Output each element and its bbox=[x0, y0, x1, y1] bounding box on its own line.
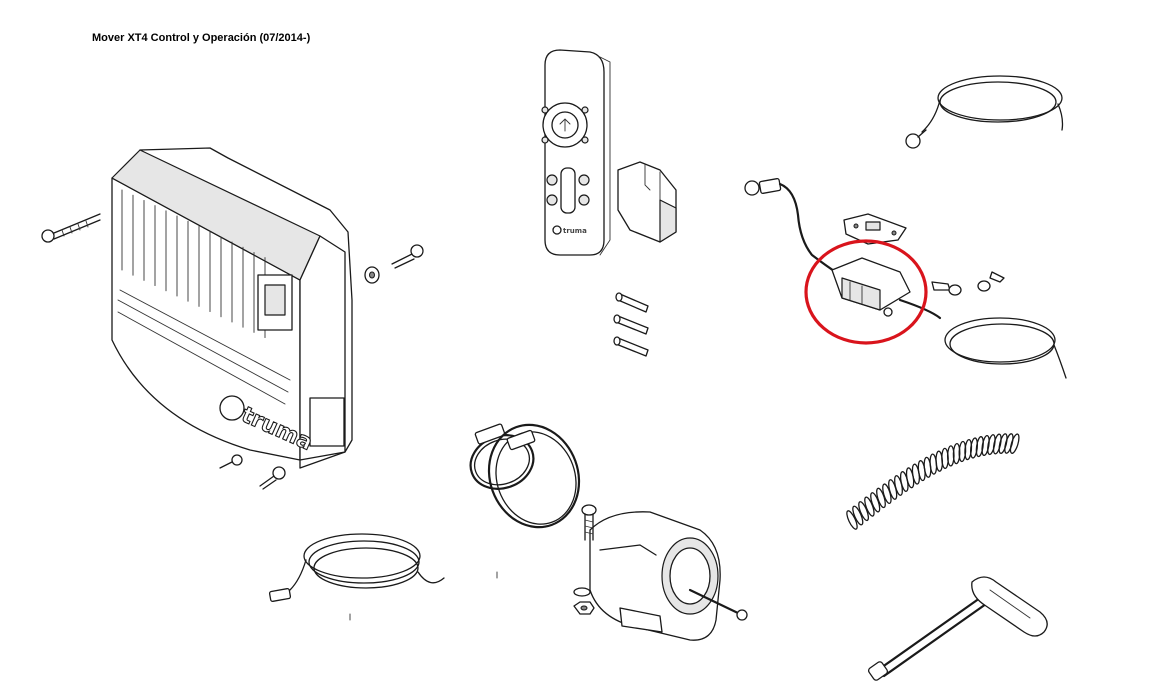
battery-3[interactable] bbox=[613, 336, 649, 357]
battery-2[interactable] bbox=[613, 314, 649, 335]
screw-bottom-1[interactable] bbox=[219, 454, 243, 469]
cable-coil-bottom[interactable] bbox=[268, 533, 445, 602]
washer[interactable] bbox=[364, 266, 380, 284]
remote-logo: truma bbox=[563, 227, 587, 235]
highlight-circle bbox=[804, 239, 928, 345]
cable-coil-top[interactable] bbox=[905, 75, 1064, 149]
t-handle-key[interactable] bbox=[867, 576, 1048, 681]
long-screw-left[interactable] bbox=[41, 213, 101, 243]
battery-1[interactable] bbox=[615, 292, 649, 313]
control-unit[interactable]: truma bbox=[111, 147, 353, 469]
washer-small[interactable] bbox=[573, 587, 591, 597]
truma-logo-icon bbox=[219, 395, 245, 421]
page-title: Mover XT4 Control y Operación (07/2014-) bbox=[92, 32, 311, 44]
screw-bottom-2[interactable] bbox=[259, 466, 286, 490]
corrugated-hose[interactable] bbox=[845, 433, 1021, 530]
socket-housing[interactable] bbox=[589, 511, 748, 641]
remote-control[interactable]: truma bbox=[541, 49, 611, 256]
screw-right[interactable] bbox=[391, 244, 424, 269]
ring-terminal-1[interactable] bbox=[931, 281, 962, 296]
ring-terminal-2[interactable] bbox=[977, 271, 1005, 292]
nut[interactable] bbox=[573, 601, 595, 615]
remote-holder-clip[interactable] bbox=[617, 161, 677, 243]
fuse-plate[interactable] bbox=[843, 213, 907, 245]
power-cable-assembly[interactable] bbox=[744, 178, 1067, 379]
bolt[interactable] bbox=[581, 504, 597, 541]
hose-clamps[interactable] bbox=[463, 412, 593, 540]
